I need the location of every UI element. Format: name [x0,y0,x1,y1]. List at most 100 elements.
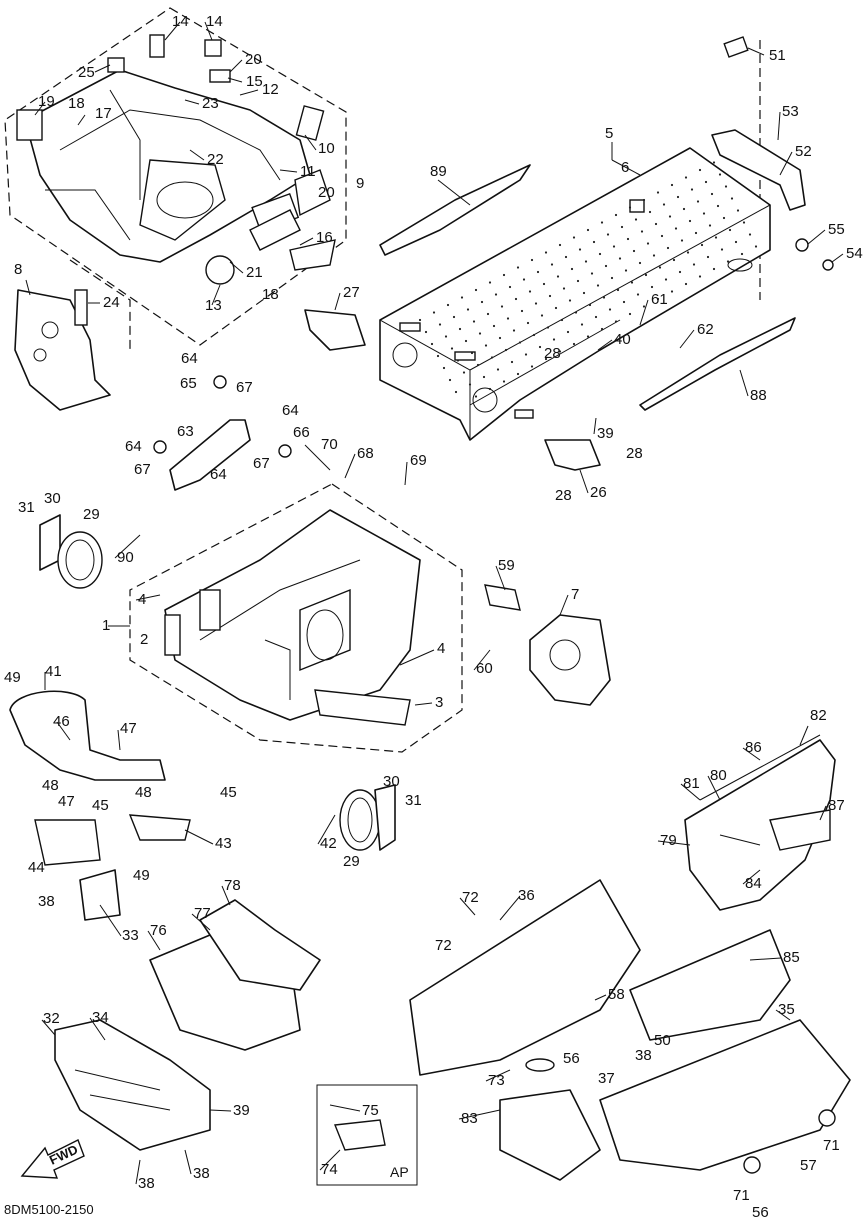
callout-74: 74 [321,1161,338,1178]
perforation-dot [534,302,538,305]
boot-29-30-upper [39,514,103,589]
leader-line [739,369,749,397]
perforation-dot [572,342,576,346]
leader-line [437,179,471,206]
callout-86: 86 [745,739,762,756]
leader-line [227,77,243,83]
callout-69: 69 [410,452,427,469]
callout-75: 75 [362,1102,379,1119]
main-tunnel-chassis [379,147,771,441]
leader-line [117,729,121,751]
leader-line [317,814,336,845]
leader-line [831,253,844,263]
callout-78: 78 [224,877,241,894]
perforation-dot [500,305,504,308]
perforation-dot [640,230,644,233]
perforation-dot [518,341,522,344]
bumper-bar-41 [9,690,191,921]
leader-line [329,1104,361,1112]
perforation-dot [672,258,676,262]
leader-line [680,783,701,801]
perforation-dot [452,315,456,319]
perforation-dot [524,353,528,356]
callout-67-2: 67 [134,461,151,478]
perforation-dot [460,296,464,299]
perforation-dot [642,305,646,308]
perforation-dot [450,347,454,350]
perforation-dot [494,293,498,296]
perforation-dot [720,248,724,251]
callout-15: 15 [246,73,263,90]
perforation-dot [650,285,654,289]
perforation-dot [656,297,660,301]
leader-line [184,1149,192,1175]
leader-line [77,114,86,126]
perforation-dot [516,266,520,269]
perforation-dot [492,324,496,328]
small-brackets [304,309,601,471]
perforation-dot [662,203,666,206]
perforation-dot [514,297,518,301]
callout-10: 10 [318,140,335,157]
callout-83: 83 [461,1110,478,1127]
perforation-dot [554,306,558,310]
perforation-dot [596,284,600,287]
callout-22: 22 [207,151,224,168]
bracket-8 [14,289,111,411]
perforation-dot [686,251,690,254]
perforation-dot [528,290,532,293]
callout-67-3: 67 [253,455,270,472]
side-bracket-7 [484,584,611,706]
leader-line [56,721,71,741]
leader-line [593,417,597,435]
perforation-dot [464,339,468,343]
leader-line [334,292,341,311]
callout-23: 23 [202,95,219,112]
perforation-dot [670,183,674,187]
perforation-dot [736,209,740,212]
callout-38-3: 38 [193,1165,210,1182]
perforation-dot [622,300,626,304]
callout-71-2: 71 [733,1187,750,1204]
perforation-dot [694,231,698,235]
leader-line [211,284,221,306]
callout-31: 31 [18,499,35,516]
perforation-dot [458,327,462,331]
callout-48-2: 48 [135,784,152,801]
boot-29-30-lower [339,784,396,851]
callout-37: 37 [598,1070,615,1087]
perforation-dot [680,239,684,242]
callout-47-2: 47 [58,793,75,810]
leader-line [747,47,765,56]
perforation-dot [728,228,732,232]
leader-line [204,21,213,41]
callout-26: 26 [590,484,607,501]
perforation-dot [508,285,512,289]
callout-71: 71 [823,1137,840,1154]
perforation-dot [536,270,540,274]
callout-72: 72 [462,889,479,906]
callout-62: 62 [697,321,714,338]
perforation-dot [552,338,556,341]
perforation-dot [556,275,560,278]
perforation-dot [454,390,458,394]
perforation-dot [546,326,550,329]
perforation-dot [628,206,632,209]
callout-85: 85 [783,949,800,966]
perforation-dot [510,360,514,364]
perforation-dot [706,255,710,259]
leader-line [94,64,111,73]
perforation-dot [576,279,580,283]
callout-6: 6 [621,159,629,176]
perforation-dot [418,318,422,322]
perforation-dot [486,312,490,316]
callout-64-2: 64 [282,402,299,419]
leader-line [657,840,691,846]
perforation-dot [692,263,696,266]
perforation-dot [718,173,722,176]
callout-30: 30 [44,490,61,507]
front-frame-assembly-upper [16,34,336,285]
perforation-dot [676,195,680,199]
perforation-dot [594,315,598,319]
perforation-dot [624,269,628,272]
